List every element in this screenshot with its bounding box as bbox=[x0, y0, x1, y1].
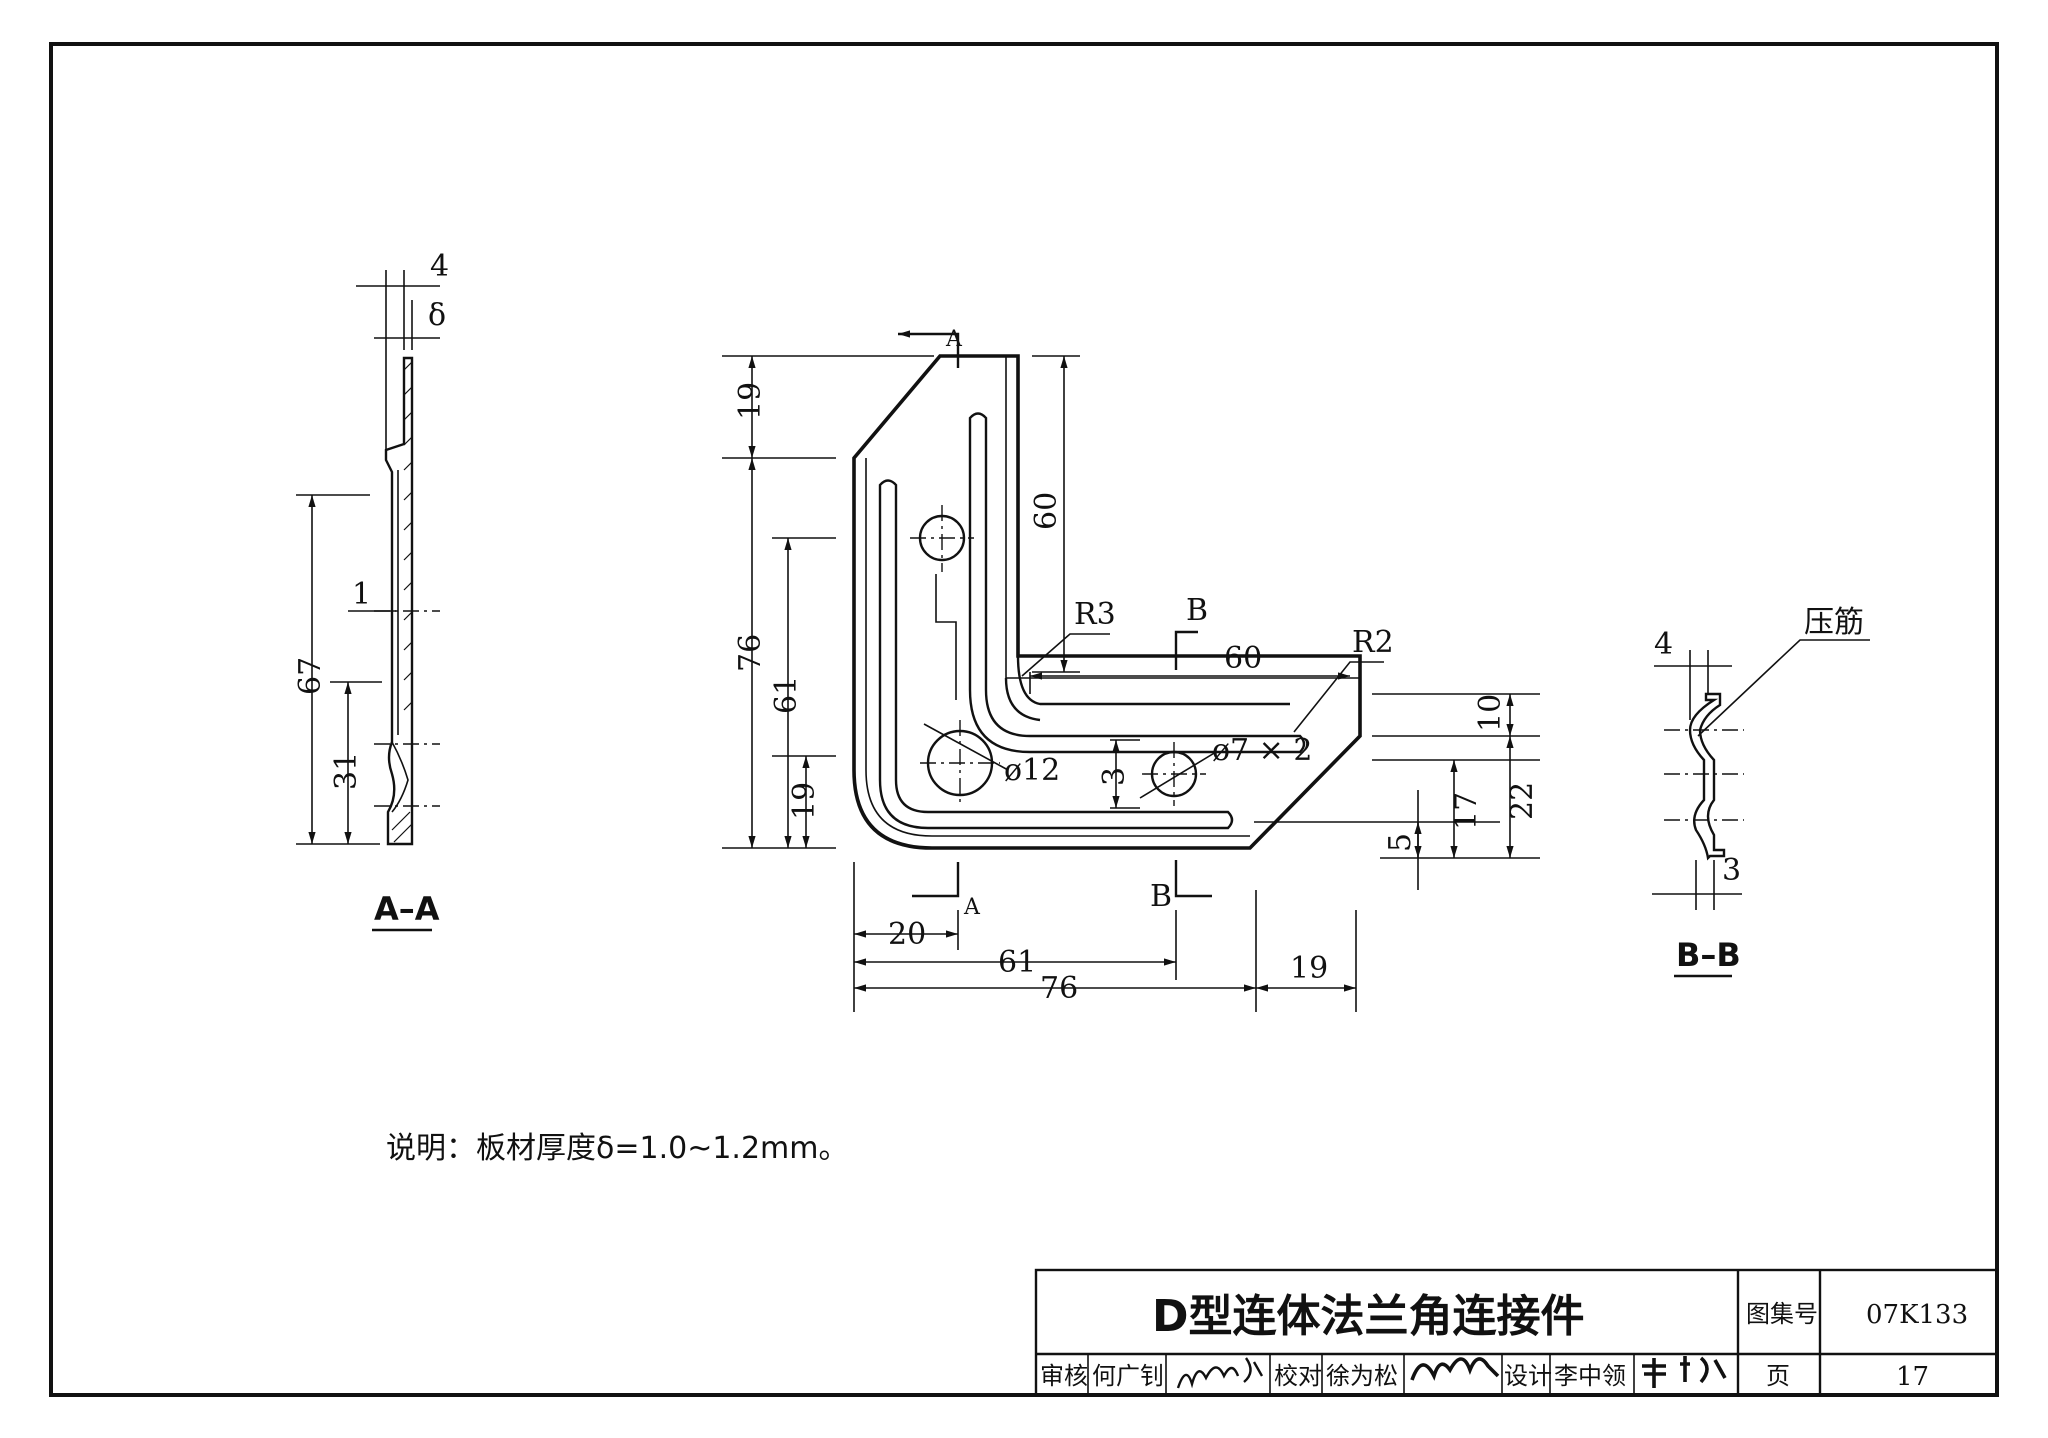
dim-left-61: 61 bbox=[769, 676, 804, 714]
atlas-label: 图集号 bbox=[1746, 1300, 1818, 1328]
hole-small-label: ø7 × 2 bbox=[1212, 733, 1312, 768]
corner-piece-outline bbox=[852, 354, 1362, 850]
section-bb: 4 3 压筋 B–B bbox=[1652, 605, 1870, 978]
dim-bottom-61: 61 bbox=[998, 945, 1036, 980]
dim-left-76: 76 bbox=[733, 634, 768, 672]
main-view: A A B B R3 R2 ø12 ø7 × 2 19 76 61 19 bbox=[722, 327, 1540, 1012]
aa-dim-4: 4 bbox=[430, 249, 449, 284]
section-cut-a-bottom bbox=[912, 862, 960, 898]
bb-dim-3: 3 bbox=[1722, 853, 1741, 888]
dim-bottom-76: 76 bbox=[1040, 971, 1078, 1006]
dim-right-10: 10 bbox=[1473, 694, 1508, 732]
dim-left-19-bottom: 19 bbox=[787, 782, 822, 820]
hole-large-label: ø12 bbox=[1004, 753, 1060, 788]
section-cut-b-top bbox=[1174, 630, 1198, 670]
checker-signature bbox=[1410, 1357, 1500, 1381]
check-label: 校对 bbox=[1274, 1362, 1322, 1390]
outer-groove bbox=[878, 479, 1234, 830]
section-mark-a-top: A bbox=[945, 327, 963, 352]
dim-vert-60: 60 bbox=[1029, 492, 1064, 530]
page-label: 页 bbox=[1766, 1362, 1790, 1390]
bb-dim-4: 4 bbox=[1654, 627, 1673, 662]
inner-groove bbox=[968, 412, 1306, 754]
reviewer-name: 何广钊 bbox=[1092, 1362, 1164, 1390]
dim-right-5: 5 bbox=[1383, 833, 1418, 852]
sheet-border bbox=[49, 42, 1999, 1397]
design-label: 设计 bbox=[1504, 1362, 1552, 1390]
title-block: D型连体法兰角连接件 图集号 07K133 页 17 审核 何广钊 校对 徐为松… bbox=[1034, 1268, 1999, 1397]
dim-bottom-20: 20 bbox=[888, 917, 926, 952]
aa-dim-1: 1 bbox=[352, 577, 371, 612]
section-aa-hatch bbox=[391, 361, 413, 843]
section-bb-profile bbox=[1688, 692, 1726, 861]
material-note: 说明：板材厚度δ=1.0~1.2mm。 bbox=[386, 1131, 849, 1166]
section-mark-b-top: B bbox=[1186, 593, 1208, 628]
page-number: 17 bbox=[1896, 1362, 1929, 1392]
dim-horiz-60: 60 bbox=[1224, 641, 1262, 676]
dim-offset-3: 3 bbox=[1097, 767, 1132, 786]
dim-bottom-19: 19 bbox=[1290, 951, 1328, 986]
atlas-number: 07K133 bbox=[1866, 1300, 1968, 1330]
review-label: 审核 bbox=[1040, 1362, 1088, 1390]
radius-r3-label: R3 bbox=[1074, 597, 1116, 632]
section-mark-b-bottom: B bbox=[1150, 879, 1172, 914]
section-aa: 4 δ 1 67 31 A–A bbox=[293, 249, 449, 932]
section-mark-a-bottom: A bbox=[963, 895, 981, 920]
section-bb-title: B–B bbox=[1676, 936, 1741, 974]
aa-dim-67: 67 bbox=[293, 657, 328, 695]
section-aa-title: A–A bbox=[374, 890, 440, 928]
designer-name: 李中领 bbox=[1554, 1362, 1626, 1390]
bead-callout: 压筋 bbox=[1804, 605, 1864, 640]
drawing-title: D型连体法兰角连接件 bbox=[1152, 1291, 1585, 1342]
designer-signature bbox=[1642, 1356, 1727, 1388]
aa-dim-31: 31 bbox=[329, 752, 364, 790]
dim-right-22: 22 bbox=[1505, 782, 1540, 820]
checker-name: 徐为松 bbox=[1326, 1362, 1398, 1390]
aa-dim-delta: δ bbox=[428, 298, 446, 333]
inner-flange-line bbox=[1004, 655, 1290, 722]
section-cut-b-bottom bbox=[1174, 860, 1212, 898]
reviewer-signature bbox=[1176, 1357, 1264, 1389]
dim-right-17: 17 bbox=[1449, 792, 1484, 830]
radius-r2-label: R2 bbox=[1352, 625, 1394, 660]
section-aa-profile bbox=[384, 356, 414, 846]
dim-left-19-top: 19 bbox=[733, 382, 768, 420]
